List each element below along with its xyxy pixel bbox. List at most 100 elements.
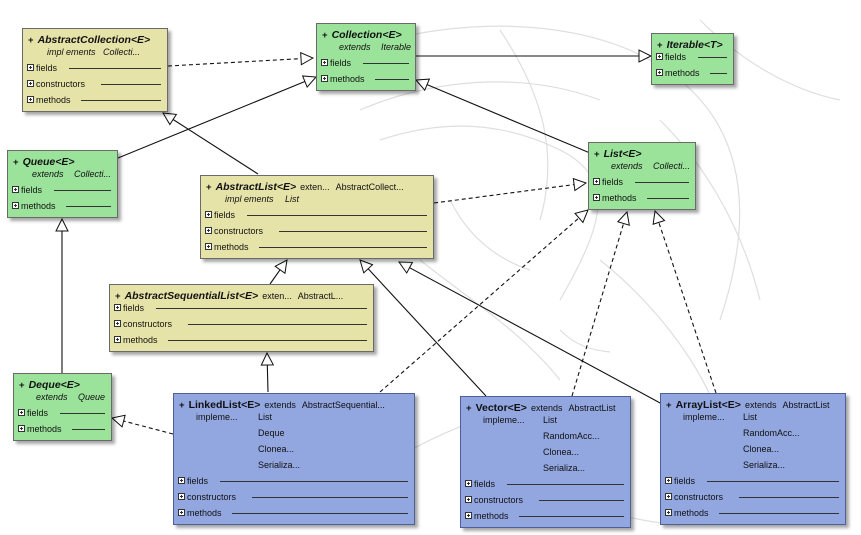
expand-toggle-icon[interactable] [114, 336, 121, 344]
expand-toggle-icon[interactable] [178, 477, 185, 485]
class-name: Deque<E> [28, 379, 80, 391]
section-methods[interactable]: methods [652, 65, 733, 81]
expand-toggle-icon[interactable] [18, 409, 25, 417]
section-fields[interactable]: fields [652, 49, 733, 65]
expand-toggle-icon[interactable] [18, 425, 25, 433]
section-divider [635, 182, 689, 183]
section-fields[interactable]: fields [14, 405, 111, 421]
relation-row: Serializa... [461, 460, 630, 476]
expand-toggle-icon[interactable] [665, 509, 672, 517]
expand-toggle-icon[interactable] [178, 493, 185, 501]
section-constructors[interactable]: constructors [201, 223, 433, 239]
section-methods[interactable]: methods [110, 332, 373, 348]
class-name: AbstractSequentialList<E> [124, 290, 259, 302]
expand-toggle-icon[interactable] [465, 496, 472, 504]
section-methods[interactable]: methods [174, 505, 414, 521]
section-constructors[interactable]: constructors [461, 492, 630, 508]
section-constructors[interactable]: constructors [110, 316, 373, 332]
section-fields[interactable]: fields [661, 473, 845, 489]
extends-target: AbstractSequential... [301, 400, 385, 410]
section-constructors[interactable]: constructors [174, 489, 414, 505]
expand-toggle-icon[interactable] [114, 304, 121, 312]
section-label: methods [21, 201, 56, 211]
expand-toggle-icon[interactable] [12, 202, 19, 210]
expand-toggle-icon[interactable] [205, 211, 212, 219]
expand-toggle-icon[interactable] [321, 75, 328, 83]
section-constructors[interactable]: constructors [661, 489, 845, 505]
section-divider [739, 497, 839, 498]
expand-toggle-icon[interactable] [656, 53, 663, 61]
class-name: Vector<E> [475, 402, 527, 414]
section-label: methods [214, 242, 249, 252]
section-divider [719, 513, 839, 514]
expand-toggle-icon[interactable] [593, 194, 600, 202]
expand-toggle-icon[interactable] [665, 493, 672, 501]
class-name: Queue<E> [22, 156, 75, 168]
relation-target: Clonea... [258, 444, 295, 454]
class-header: +Collection<E> [317, 24, 415, 41]
section-fields[interactable]: fields [317, 55, 415, 71]
class-name: ArrayList<E> [675, 399, 741, 411]
class-header: +List<E> [589, 143, 695, 160]
section-constructors[interactable]: constructors [23, 76, 167, 92]
section-label: constructors [187, 492, 237, 502]
section-fields[interactable]: fields [201, 207, 433, 223]
expand-toggle-icon[interactable] [656, 69, 663, 77]
section-methods[interactable]: methods [317, 71, 415, 87]
section-methods[interactable]: methods [661, 505, 845, 521]
class-box-abstractsequentiallist[interactable]: +AbstractSequentialList<E>exten...Abstra… [109, 284, 374, 352]
relation-keyword: impl ements [47, 47, 96, 57]
relation-target: Queue [78, 392, 106, 402]
expand-toggle-icon[interactable] [465, 480, 472, 488]
expand-toggle-icon[interactable] [205, 227, 212, 235]
expand-toggle-icon[interactable] [465, 512, 472, 520]
visibility-public: + [657, 40, 663, 51]
visibility-public: + [594, 149, 600, 160]
expand-toggle-icon[interactable] [205, 243, 212, 251]
expand-toggle-icon[interactable] [114, 320, 121, 328]
expand-toggle-icon[interactable] [27, 64, 34, 72]
expand-toggle-icon[interactable] [321, 59, 328, 67]
section-methods[interactable]: methods [23, 92, 167, 108]
section-methods[interactable]: methods [589, 190, 695, 206]
expand-toggle-icon[interactable] [12, 186, 19, 194]
section-methods[interactable]: methods [201, 239, 433, 255]
relation-target: Serializa... [258, 460, 301, 470]
section-divider [220, 481, 408, 482]
section-methods[interactable]: methods [8, 198, 117, 214]
relation-target: List [285, 194, 300, 204]
section-methods[interactable]: methods [461, 508, 630, 524]
extends-target: AbstractList [568, 403, 616, 413]
expand-toggle-icon[interactable] [27, 96, 34, 104]
section-fields[interactable]: fields [110, 300, 373, 316]
expand-toggle-icon[interactable] [593, 178, 600, 186]
section-fields[interactable]: fields [8, 182, 117, 198]
section-fields[interactable]: fields [23, 60, 167, 76]
section-fields[interactable]: fields [461, 476, 630, 492]
relation-row: impleme...List [461, 412, 630, 428]
expand-toggle-icon[interactable] [665, 477, 672, 485]
expand-toggle-icon[interactable] [27, 80, 34, 88]
section-divider [66, 206, 111, 207]
relation-target: Iterable [381, 42, 412, 52]
section-methods[interactable]: methods [14, 421, 111, 437]
relation-row: Clonea... [661, 441, 845, 457]
relation-keyword: extends [339, 42, 371, 52]
relation-row: Serializa... [174, 457, 414, 473]
section-fields[interactable]: fields [174, 473, 414, 489]
section-fields[interactable]: fields [589, 174, 695, 190]
class-box-abstractlist[interactable]: +AbstractList<E>exten...AbstractCollect.… [200, 175, 434, 259]
expand-toggle-icon[interactable] [178, 509, 185, 517]
section-divider [168, 340, 367, 341]
